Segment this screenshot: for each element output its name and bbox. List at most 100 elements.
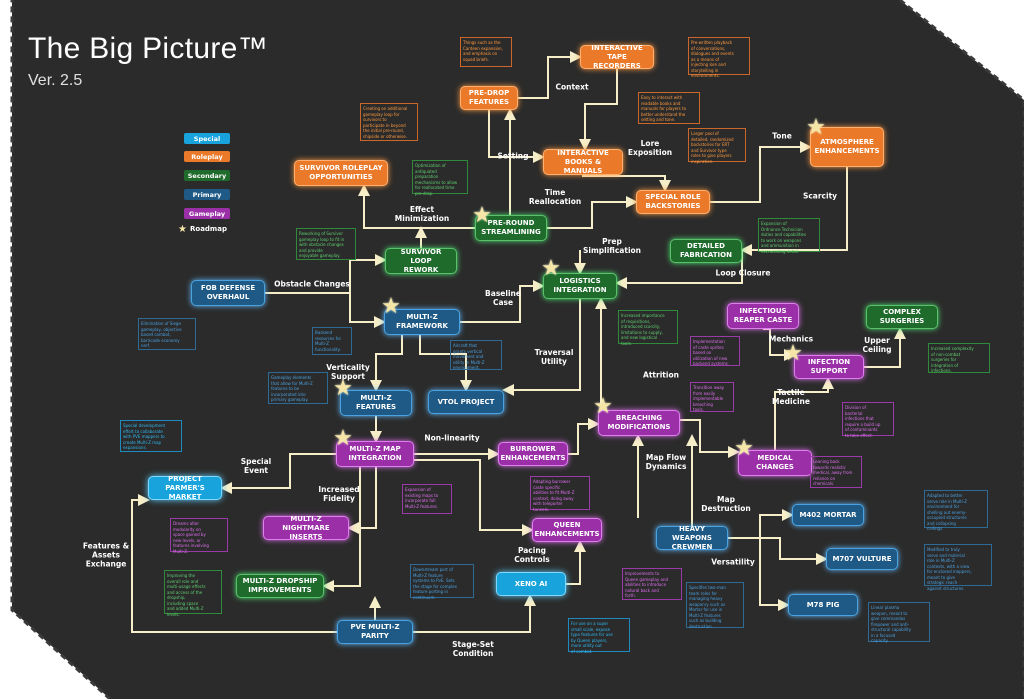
node-multiz-features[interactable]: MULTI-Z FEATURES	[340, 390, 412, 416]
legend-roleplay: Roleplay	[184, 151, 230, 162]
node-fob-defense[interactable]: FOB DEFENSE OVERHAUL	[191, 280, 265, 306]
connector-line	[728, 509, 794, 539]
connector-line	[710, 141, 812, 203]
connector-line	[347, 467, 377, 534]
connector-line	[460, 280, 545, 323]
edge-label-tone: Tone	[772, 131, 792, 141]
node-pve-parity[interactable]: PVE MULTI-Z PARITY	[337, 620, 413, 644]
connector-line	[322, 467, 361, 592]
node-pre-drop[interactable]: PRE-DROP FEATURES	[460, 86, 518, 110]
note-m402: Adapted to better serve role in Multi-Z …	[924, 490, 988, 531]
note-fob: Elimination of Siege gameplay, objective…	[138, 318, 196, 350]
node-medical-changes[interactable]: MEDICAL CHANGES	[738, 450, 812, 476]
connector-line	[728, 537, 790, 611]
edge-label-mechanics: Mechanics	[768, 334, 814, 344]
legend-secondary: Secondary	[184, 170, 230, 181]
connector-line	[547, 196, 638, 229]
note-parmer: Special development effort to collaborat…	[120, 420, 182, 452]
note-framework: Backend resources for Multi-Z functional…	[312, 327, 352, 355]
note-surgeries: Increased complexity of non-combat surge…	[928, 343, 990, 373]
connector-line	[510, 51, 582, 99]
roadmap-star-icon: ★	[472, 203, 492, 228]
note-books: Easy to interact with readable books and…	[638, 92, 700, 124]
node-survivor-roleplay[interactable]: SURVIVOR ROLEPLAY OPPORTUNITIES	[294, 160, 388, 186]
note-dropship: Improving the overall role and multi-usa…	[164, 570, 222, 617]
edge-label-loop: Loop Closure	[715, 268, 771, 278]
node-interactive-tape[interactable]: INTERACTIVE TAPE RECORDERS	[580, 44, 654, 70]
edge-label-nonlinearity: Non-linearity	[424, 433, 480, 443]
roadmap-star-icon: ★	[333, 426, 353, 451]
star-icon: ★	[178, 224, 187, 235]
node-atmosphere[interactable]: ATMOSPHERE ENHANCEMENTS	[810, 127, 884, 167]
note-vtol: Aircraft that grants vertical movement a…	[450, 340, 502, 370]
edge-label-versatility: Versatility	[711, 557, 755, 567]
node-m402[interactable]: M402 MORTAR	[792, 504, 864, 526]
edge-label-features: Features & Assets Exchange	[82, 541, 130, 569]
connector-line	[413, 594, 536, 633]
note-burrower: Adapting burrower caste specific abiliti…	[530, 476, 590, 512]
node-logistics[interactable]: LOGISTICS INTEGRATION	[543, 273, 617, 299]
node-infection-support[interactable]: INFECTION SUPPORT	[794, 355, 864, 379]
node-heavy-weapons[interactable]: HEAVY WEAPONS CREWMEN	[656, 525, 728, 551]
node-multiz-dropship[interactable]: MULTI-Z DROPSHIP IMPROVEMENTS	[236, 574, 324, 598]
connector-line	[582, 175, 671, 192]
note-pre-round: Optimization of antiquated preparation m…	[412, 160, 468, 196]
legend-gameplay: Gameplay	[184, 208, 230, 219]
note-nightmare: Dreams alter modularity on space gained …	[170, 518, 228, 554]
note-logistics: Increased importance of requisitions, in…	[618, 310, 678, 346]
note-infection: Division of bacterial infections that re…	[842, 402, 894, 438]
legend-primary: Primary	[184, 189, 230, 200]
note-special-role: Larger pool of detailed, randomized back…	[688, 128, 746, 164]
node-burrower[interactable]: BURROWER ENHANCEMENTS	[498, 442, 568, 466]
node-xeno-ai[interactable]: XENO AI	[496, 572, 566, 596]
connector-line	[774, 377, 834, 450]
connector-line	[358, 184, 475, 229]
edge-label-scarcity: Scarcity	[802, 191, 838, 201]
legend-roadmap: Roadmap	[190, 225, 227, 233]
node-multiz-nightmare[interactable]: MULTI-Z NIGHTMARE INSERTS	[263, 515, 349, 541]
node-queen-enh[interactable]: QUEEN ENHANCEMENTS	[532, 518, 602, 542]
connector-line	[763, 328, 796, 361]
node-m707[interactable]: M707 VULTURE	[826, 548, 898, 570]
connector-line	[370, 335, 403, 392]
roadmap-star-icon: ★	[806, 115, 826, 140]
edge-label-special-event: Special Event	[240, 457, 272, 475]
note-breaching: Transition away from easily implementabl…	[690, 382, 734, 412]
connector-line	[864, 327, 906, 368]
connector-line	[419, 335, 472, 392]
node-multiz-framework[interactable]: MULTI-Z FRAMEWORK	[384, 309, 460, 335]
note-survivor-roleplay: Creating an additional gameplay loop for…	[360, 103, 418, 141]
node-survivor-loop[interactable]: SURVIVOR LOOP REWORK	[385, 248, 457, 274]
edge-label-mapflow: Map Flow Dynamics	[645, 453, 687, 471]
connector-line	[615, 250, 743, 289]
edge-label-tactile: Tactile Medicine	[772, 388, 810, 406]
node-detailed-fab[interactable]: DETAILED FABRICATION	[670, 239, 742, 263]
node-complex-surgeries[interactable]: COMPLEX SURGERIES	[866, 305, 938, 329]
roadmap-star-icon: ★	[593, 394, 613, 419]
node-vtol-project[interactable]: VTOL PROJECT	[428, 390, 504, 414]
edge-label-stage: Stage-Set Condition	[452, 640, 494, 658]
node-interactive-books[interactable]: INTERACTIVE BOOKS & MANUALS	[543, 149, 623, 175]
node-m78[interactable]: M78 PIG	[788, 594, 858, 616]
note-multiz-features: Gameplay elements that allow for Multi-Z…	[268, 372, 328, 404]
node-breaching[interactable]: BREACHING MODIFICATIONS	[598, 410, 680, 436]
note-map-integration: Expansion of existing maps to incorporat…	[402, 484, 452, 514]
roadmap-star-icon: ★	[783, 341, 803, 366]
node-pre-round[interactable]: PRE-ROUND STREAMLINING	[475, 215, 547, 241]
edge-label-verticality: Verticality Support	[326, 363, 370, 381]
roadmap-star-icon: ★	[333, 376, 353, 401]
node-project-parmer[interactable]: PROJECT PARMER'S MARKET	[148, 475, 222, 501]
node-infectious-reaper[interactable]: INFECTIOUS REAPER CASTE	[727, 303, 799, 329]
edge-label-time: Time Reallocation	[528, 188, 582, 206]
version-label: Ver. 2.5	[28, 72, 83, 89]
note-medical: Leaning back towards realistic medical, …	[810, 456, 862, 488]
connector-line	[728, 537, 828, 565]
node-special-role[interactable]: SPECIAL ROLE BACKSTORIES	[636, 190, 710, 214]
edge-label-traversal: Traversal Utility	[534, 348, 574, 366]
connector-line	[566, 540, 586, 585]
connector-line	[265, 292, 386, 328]
node-multiz-map[interactable]: MULTI-Z MAP INTEGRATION	[336, 441, 414, 467]
connector-line	[680, 419, 740, 458]
